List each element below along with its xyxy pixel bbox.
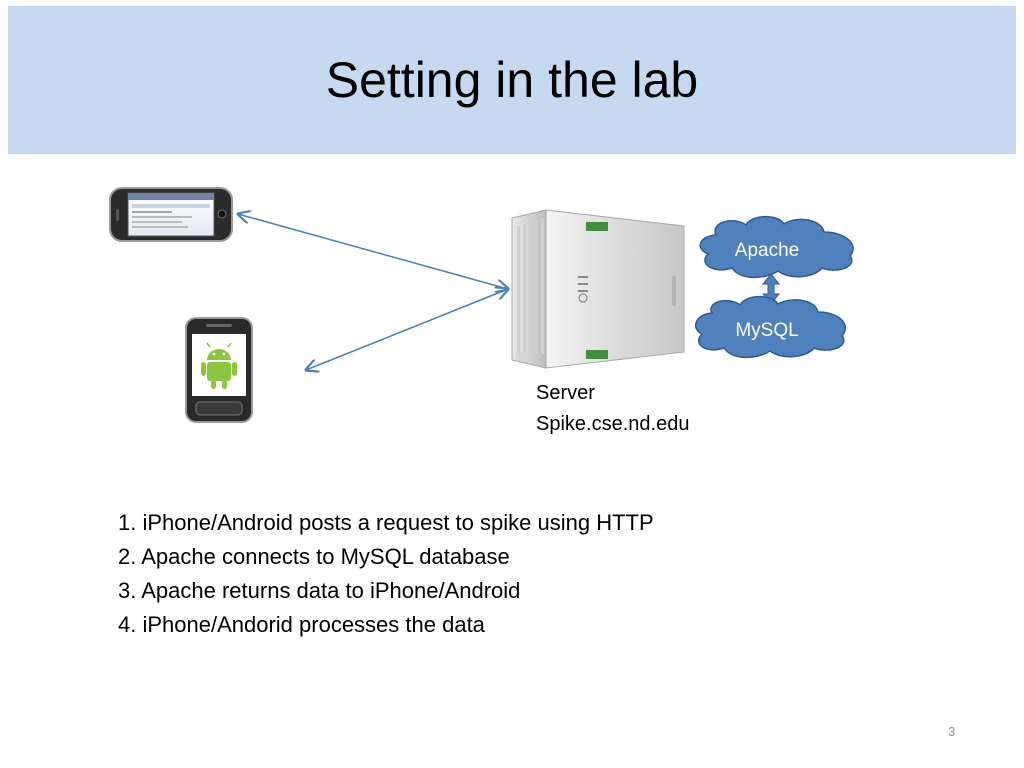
- apache-label: Apache: [735, 240, 799, 261]
- steps-list: 1. iPhone/Android posts a request to spi…: [118, 506, 654, 642]
- server-hostname: Spike.cse.nd.edu: [536, 413, 690, 435]
- server-label: Server: [536, 382, 595, 404]
- list-item: 3. Apache returns data to iPhone/Android: [118, 578, 521, 603]
- iphone-server-connector: [238, 214, 508, 289]
- list-item: 2. Apache connects to MySQL database: [118, 544, 510, 569]
- slide-title: Setting in the lab: [325, 52, 699, 108]
- server-icon: [511, 209, 685, 369]
- server-caption: Server Spike.cse.nd.edu: [536, 378, 689, 440]
- iphone-icon: [109, 187, 233, 242]
- title-band: Setting in the lab: [8, 6, 1016, 154]
- apache-cloud: Apache: [699, 215, 854, 279]
- android-server-connector: [306, 289, 508, 370]
- page-number: 3: [948, 724, 956, 739]
- list-item: 4. iPhone/Andorid processes the data: [118, 612, 485, 637]
- mysql-cloud: MySQL: [694, 295, 847, 359]
- list-item: 1. iPhone/Android posts a request to spi…: [118, 510, 654, 535]
- mysql-label: MySQL: [735, 320, 798, 341]
- android-phone-icon: [185, 317, 253, 423]
- android-robot-icon: [201, 342, 237, 389]
